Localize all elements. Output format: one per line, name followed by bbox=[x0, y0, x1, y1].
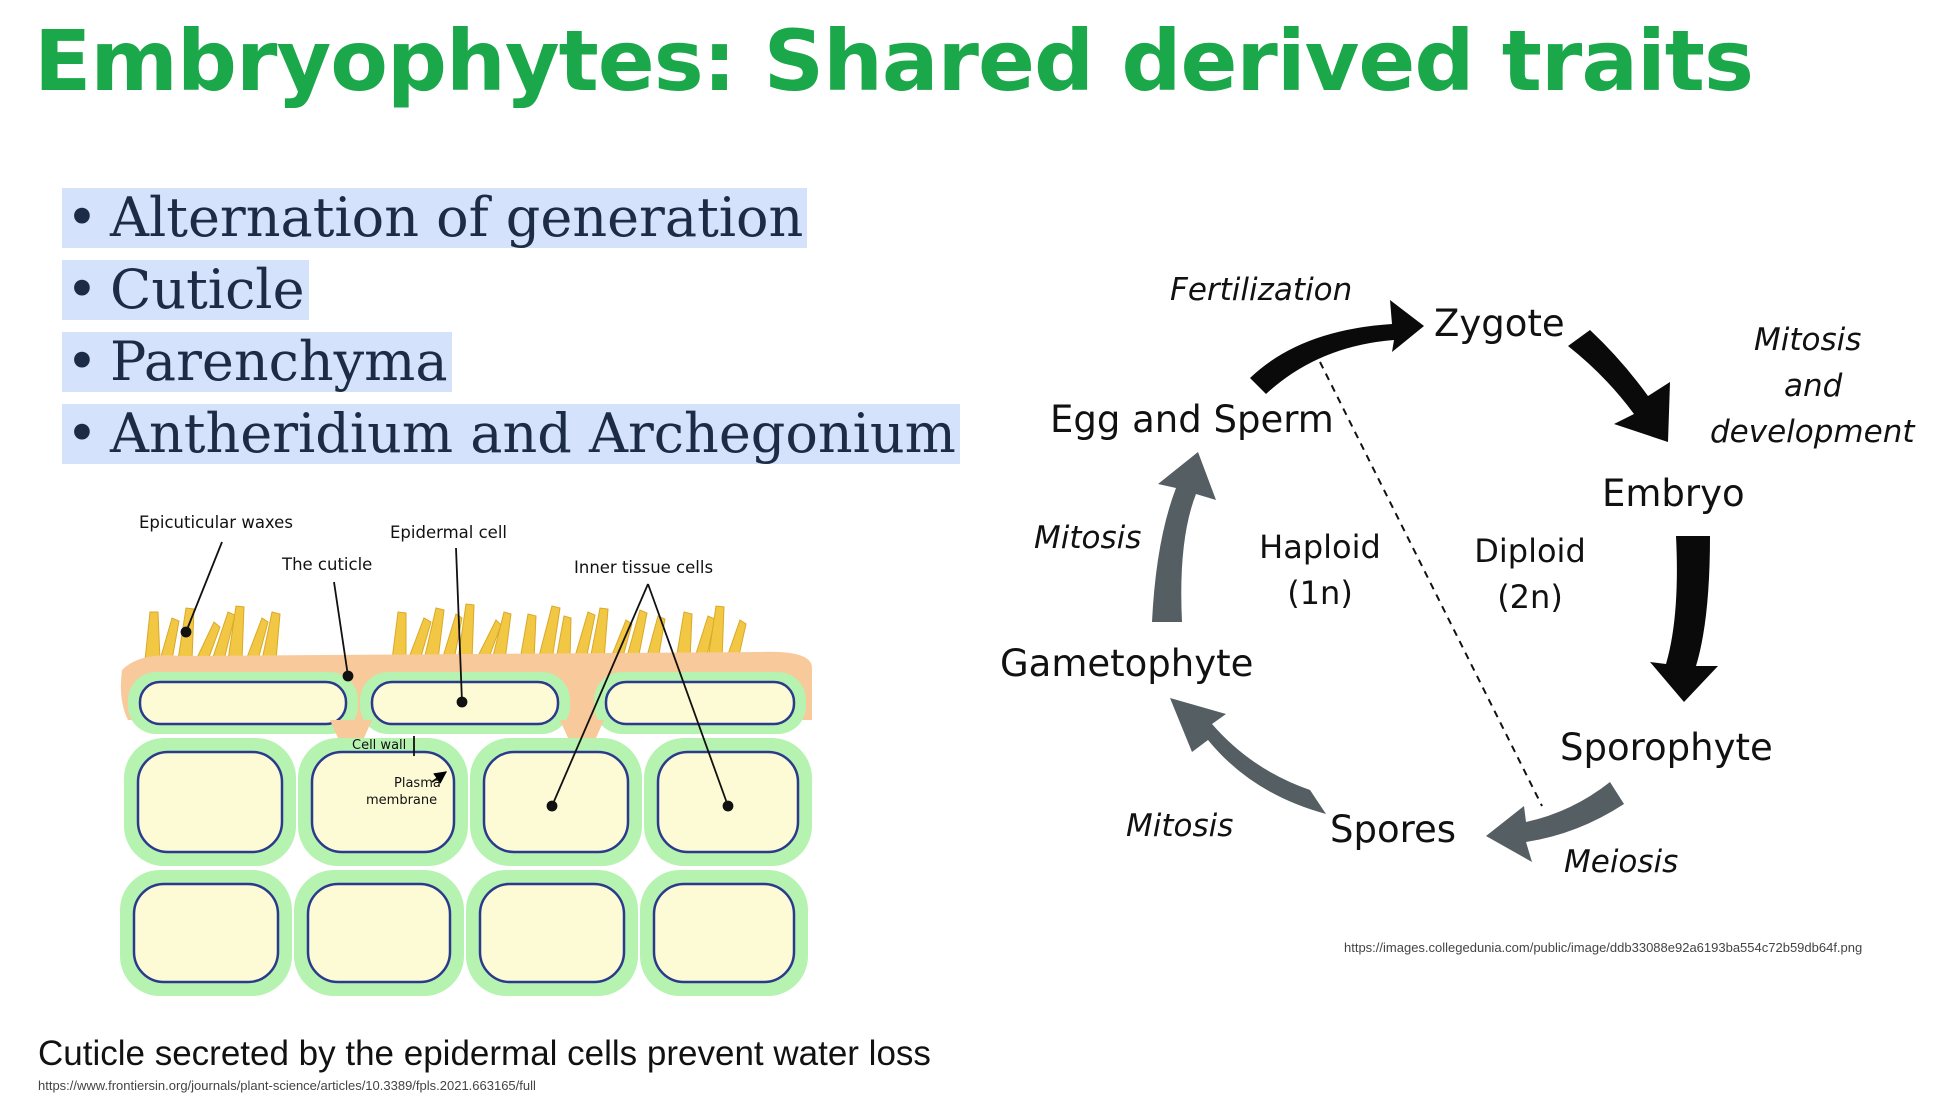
fertilization-arrow bbox=[1250, 300, 1424, 394]
process-and: and bbox=[1784, 368, 1843, 404]
gametophyte-to-egg-arrow bbox=[1152, 452, 1216, 622]
stage-egg-and-sperm: Egg and Sperm bbox=[1050, 398, 1334, 441]
phase-diploid: Diploid bbox=[1474, 532, 1586, 570]
trait-label: Cuticle bbox=[110, 258, 305, 321]
trait-item: •Parenchyma bbox=[62, 332, 960, 404]
cuticle-diagram: Epicuticular waxes Epidermal cell The cu… bbox=[120, 513, 813, 996]
label-membrane: membrane bbox=[366, 793, 437, 808]
leader-lines bbox=[180, 541, 734, 812]
trait-label: Alternation of generation bbox=[110, 186, 804, 249]
phase-haploid: Haploid bbox=[1259, 528, 1381, 566]
stage-gametophyte: Gametophyte bbox=[1000, 642, 1253, 685]
trait-highlight: •Alternation of generation bbox=[62, 186, 808, 249]
trait-item: •Antheridium and Archegonium bbox=[62, 404, 960, 476]
label-the-cuticle: The cuticle bbox=[281, 555, 372, 574]
stage-spores: Spores bbox=[1330, 808, 1456, 851]
epicuticular-wax-crystals bbox=[144, 603, 747, 661]
left-source-link[interactable]: https://www.frontiersin.org/journals/pla… bbox=[38, 1078, 536, 1093]
inner-tissue-cells-row-1 bbox=[124, 738, 812, 866]
inner-tissue-cells-row-2 bbox=[120, 870, 808, 996]
epidermal-cells bbox=[128, 672, 806, 734]
stage-zygote: Zygote bbox=[1434, 302, 1565, 345]
process-mitosis-bottom: Mitosis bbox=[1126, 808, 1233, 844]
trait-list: •Alternation of generation •Cuticle •Par… bbox=[62, 188, 960, 476]
right-source-link[interactable]: https://images.collegedunia.com/public/i… bbox=[1344, 940, 1863, 955]
trait-highlight: •Cuticle bbox=[62, 260, 309, 320]
cuticle-caption: Cuticle secreted by the epidermal cells … bbox=[38, 1034, 931, 1073]
mitosis-development-arrow bbox=[1568, 330, 1670, 442]
ploidy-divider bbox=[1319, 361, 1543, 807]
trait-highlight: •Antheridium and Archegonium bbox=[62, 404, 960, 464]
process-fertilization: Fertilization bbox=[1170, 272, 1352, 308]
label-epidermal-cell: Epidermal cell bbox=[390, 523, 507, 542]
phase-haploid-n: (1n) bbox=[1287, 574, 1353, 612]
life-cycle-diagram: Zygote Embryo Sporophyte Spores Gametoph… bbox=[1000, 272, 1916, 880]
label-inner-tissue-cells: Inner tissue cells bbox=[574, 558, 713, 577]
slide-title: Embryophytes: Shared derived traits bbox=[34, 12, 1754, 110]
process-meiosis: Meiosis bbox=[1564, 844, 1678, 880]
process-mitosis-dev: Mitosis bbox=[1754, 322, 1861, 358]
diploid-arrows bbox=[1250, 300, 1718, 702]
spores-to-gametophyte-arrow bbox=[1170, 698, 1326, 814]
label-cell-wall: Cell wall bbox=[352, 738, 406, 753]
trait-label: Parenchyma bbox=[110, 330, 448, 393]
haploid-arrows bbox=[1152, 452, 1624, 862]
trait-item: •Cuticle bbox=[62, 260, 960, 332]
process-development: development bbox=[1710, 414, 1916, 450]
meiosis-arrow bbox=[1486, 782, 1624, 862]
trait-label: Antheridium and Archegonium bbox=[110, 402, 956, 465]
process-mitosis-left: Mitosis bbox=[1034, 520, 1141, 556]
trait-highlight: •Parenchyma bbox=[62, 332, 452, 392]
label-plasma: Plasma bbox=[394, 776, 441, 791]
embryo-to-sporophyte-arrow bbox=[1650, 536, 1718, 702]
label-epicuticular-waxes: Epicuticular waxes bbox=[139, 513, 293, 532]
phase-diploid-n: (2n) bbox=[1497, 578, 1563, 616]
trait-item: •Alternation of generation bbox=[62, 188, 960, 260]
stage-embryo: Embryo bbox=[1602, 472, 1745, 515]
stage-sporophyte: Sporophyte bbox=[1560, 726, 1773, 769]
